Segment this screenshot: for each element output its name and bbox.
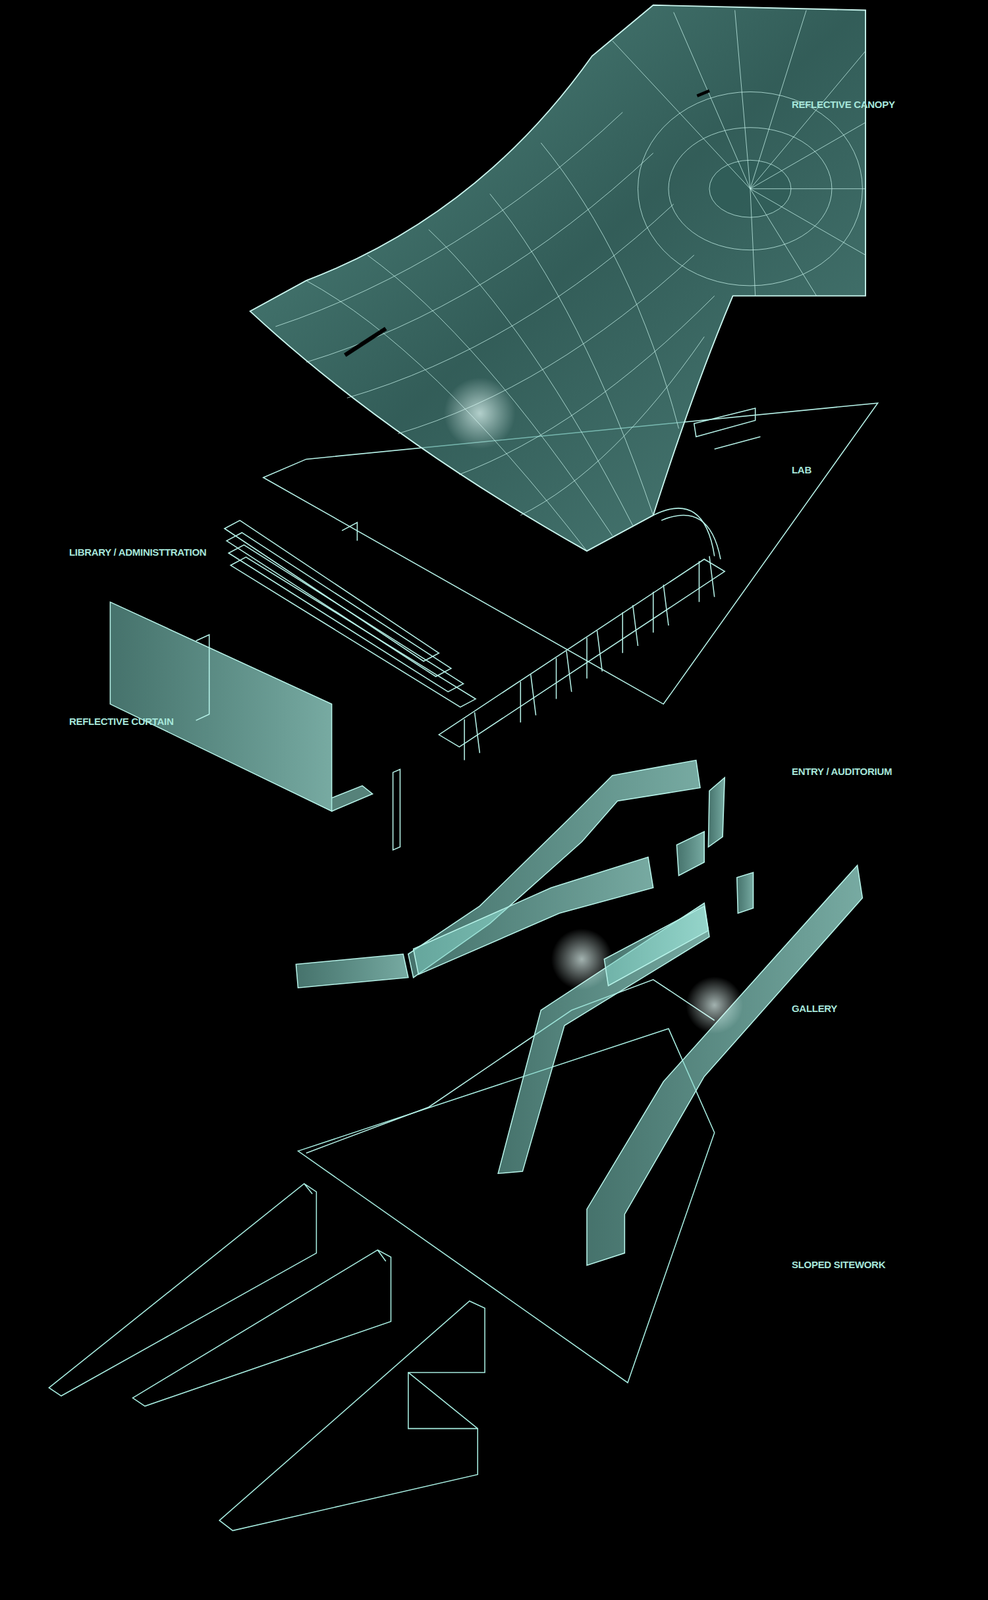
- part-label: ENTRY / AUDITORIUM: [791, 766, 892, 778]
- gallery-band: [497, 903, 710, 1175]
- curtain-foot: [331, 785, 373, 812]
- gallery: [306, 865, 863, 1266]
- curtain-panel: [109, 602, 332, 812]
- auditorium-block: [676, 831, 705, 877]
- post: [393, 769, 401, 851]
- reflective-canopy: [250, 5, 866, 552]
- wedge: [219, 1301, 485, 1532]
- auditorium-band: [603, 906, 709, 987]
- light-glow: [551, 928, 613, 990]
- wedge: [48, 1184, 317, 1397]
- lab-tube: [661, 515, 721, 560]
- part-label: REFLECTIVE CURTAIN: [69, 715, 174, 728]
- auditorium-block: [708, 777, 725, 848]
- lab-ribs: [464, 556, 715, 761]
- gallery-band: [586, 865, 863, 1266]
- grid-radial: [612, 9, 866, 296]
- light-glow: [443, 377, 516, 449]
- part-label: SLOPED SITEWORK: [791, 1259, 886, 1271]
- sitework: [48, 1028, 714, 1531]
- entry-ramp: [295, 954, 408, 988]
- lab-link: [694, 408, 761, 450]
- library-plates: [224, 520, 476, 708]
- entry-auditorium: [295, 760, 753, 989]
- lab-post: [341, 522, 357, 541]
- grid-parallel: [275, 111, 714, 516]
- part-label: LIBRARY / ADMINISTTRATION: [69, 546, 207, 558]
- canopy-slot: [345, 328, 386, 356]
- canopy-surface: [250, 5, 866, 552]
- canopy-grid: [275, 9, 866, 551]
- auditorium-block: [737, 872, 754, 914]
- lab-frame: [438, 559, 725, 747]
- wedge: [132, 1250, 391, 1407]
- site-plane: [297, 1028, 714, 1384]
- part-label: GALLERY: [791, 1003, 838, 1015]
- part-label: REFLECTIVE CANOPY: [791, 98, 896, 110]
- floor-plate: [230, 557, 476, 708]
- part-label: LAB: [791, 464, 812, 476]
- light-glow: [685, 976, 743, 1035]
- grid-meridian: [306, 142, 680, 552]
- canopy-slot: [696, 90, 710, 97]
- curtain-post: [196, 634, 210, 721]
